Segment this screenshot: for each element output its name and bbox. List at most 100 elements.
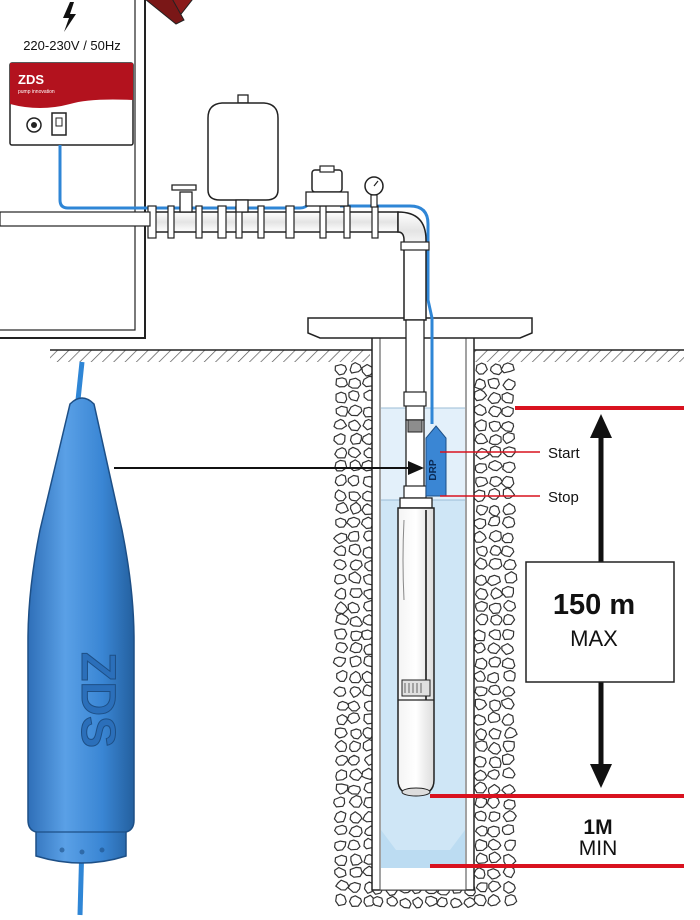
gravel-stone <box>502 461 516 474</box>
gravel-stone <box>346 516 361 528</box>
gravel-stone <box>487 460 503 472</box>
level-sensor: ZDS <box>27 397 135 864</box>
gravel-stone <box>334 459 348 472</box>
pressure-gauge-icon <box>364 176 384 208</box>
control-box-tagline: pump innovation <box>18 89 55 95</box>
gravel-stone <box>348 491 362 502</box>
gravel-stone <box>333 433 346 445</box>
gravel-stone <box>488 434 502 445</box>
gravel-stone <box>501 713 515 726</box>
gravel-stone <box>473 769 488 781</box>
gravel-stone <box>504 839 516 851</box>
gravel-stone <box>502 502 516 516</box>
gravel-stone <box>503 799 516 810</box>
gravel-stone <box>333 810 347 824</box>
gravel-stone <box>502 809 517 823</box>
gravel-stone <box>475 504 489 516</box>
gravel-stone <box>424 895 438 907</box>
gravel-stone <box>475 362 488 375</box>
gravel-stone <box>490 614 503 626</box>
gravel-stone <box>333 796 346 808</box>
gravel-stone <box>475 447 490 460</box>
gravel-stone <box>501 784 516 795</box>
gravel-stone <box>490 587 504 600</box>
gravel-stone <box>347 784 361 795</box>
gravel-stone <box>361 767 374 781</box>
gravel-stone <box>475 825 488 837</box>
gravel-stone <box>336 713 348 726</box>
gravel-stone <box>334 854 348 867</box>
gravel-stone <box>349 641 363 654</box>
gravel-stone <box>488 684 502 696</box>
gravel-stone <box>488 756 502 769</box>
max-depth-label: MAX <box>570 626 618 651</box>
gravel-stone <box>474 838 488 852</box>
gravel-stone <box>348 571 362 584</box>
gravel-stone <box>488 557 503 570</box>
gravel-stone <box>474 698 488 711</box>
gravel-stone <box>487 769 500 780</box>
gravel-stone <box>501 405 514 417</box>
min-depth-value: 1M <box>583 816 612 839</box>
gravel-stone <box>487 711 501 724</box>
gravel-stone <box>347 754 360 766</box>
gravel-stone <box>488 602 502 615</box>
stop-label: Stop <box>548 489 579 506</box>
gravel-stone <box>334 727 348 739</box>
gravel-stone <box>335 377 348 388</box>
gravel-stone <box>487 391 502 405</box>
gravel-stone <box>504 894 518 907</box>
gravel-stone <box>335 391 348 404</box>
gravel-stone <box>473 517 487 530</box>
gravel-stone <box>501 515 516 529</box>
gravel-stone <box>349 559 363 571</box>
depth-arrow <box>590 414 612 788</box>
gravel-stone <box>500 545 515 558</box>
gravel-stone <box>501 642 515 656</box>
gravel-stone <box>412 896 424 909</box>
borehole-gravel-left <box>332 362 378 908</box>
gravel-stone <box>488 629 502 641</box>
gravel-stone <box>473 893 487 907</box>
gravel-stone <box>487 642 501 655</box>
gravel-stone <box>487 377 500 390</box>
gravel-stone <box>473 755 487 768</box>
gravel-stone <box>475 852 489 865</box>
callout-arrow <box>114 461 424 475</box>
gravel-stone <box>349 615 363 627</box>
gravel-stone <box>335 641 349 654</box>
gravel-stone <box>487 515 501 527</box>
gravel-stone <box>334 573 347 585</box>
gravel-stone <box>436 896 448 908</box>
gravel-stone <box>386 895 399 907</box>
gravel-stone <box>489 544 502 556</box>
shutoff-valve[interactable] <box>171 184 197 213</box>
gravel-stone <box>486 796 500 809</box>
gravel-stone <box>487 487 501 500</box>
gravel-stone <box>473 530 487 543</box>
probe-label: DRP <box>428 459 439 480</box>
gravel-stone <box>503 669 516 682</box>
voltage-label: 220-230V / 50Hz <box>23 38 121 53</box>
gravel-stone <box>475 587 489 601</box>
gravel-stone <box>333 686 347 698</box>
gravel-stone <box>347 530 360 542</box>
gravel-stone <box>501 657 516 670</box>
gravel-stone <box>473 670 486 682</box>
start-label: Start <box>548 445 581 462</box>
gravel-stone <box>335 769 348 781</box>
gravel-stone <box>335 879 350 891</box>
gravel-stone <box>503 880 516 894</box>
gravel-stone <box>473 867 486 879</box>
gravel-stone <box>334 628 348 640</box>
gravel-stone <box>349 768 364 782</box>
gravel-stone <box>372 895 384 908</box>
gravel-stone <box>488 727 502 740</box>
gravel-stone <box>333 418 348 430</box>
gravel-stone <box>349 686 362 698</box>
gravel-stone <box>488 880 502 893</box>
gravel-stone <box>334 447 348 459</box>
gravel-stone <box>502 685 516 697</box>
